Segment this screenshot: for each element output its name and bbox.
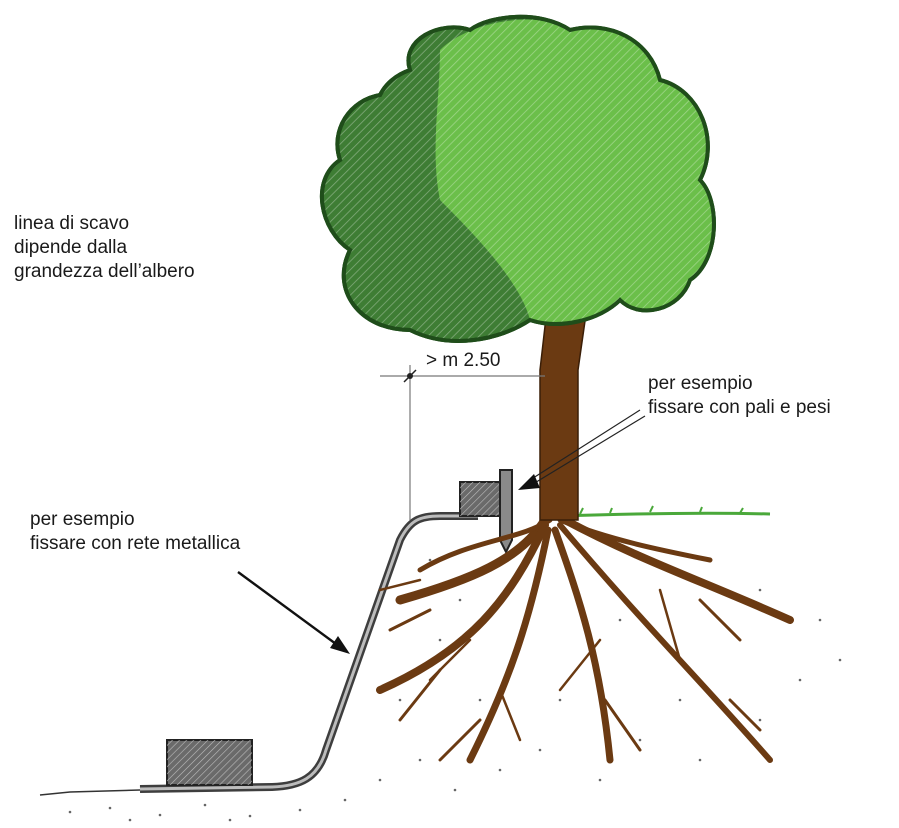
- stakes-note-text-2: fissare con pali e pesi: [648, 397, 831, 418]
- canopy: [319, 14, 716, 343]
- excavation-line-label: linea di scavo dipende dalla grandezza d…: [14, 212, 195, 284]
- excavation-line-text-1: linea di scavo: [14, 213, 130, 234]
- stakes-note-text-1: per esempio: [648, 373, 753, 394]
- stakes-arrow: [518, 409, 646, 490]
- roots: [376, 515, 794, 764]
- ground-line: [39, 789, 141, 796]
- grass-strip: [559, 511, 771, 518]
- distance-dimension: [380, 365, 545, 520]
- weight-block-bottom: [166, 739, 253, 786]
- stake: [499, 469, 513, 555]
- mesh-note-text-1: per esempio: [30, 509, 135, 530]
- mesh-note-text-2: fissare con rete metallica: [30, 533, 241, 554]
- excavation-line-text-2: dipende dalla: [14, 237, 128, 258]
- metal-mesh: [139, 512, 478, 793]
- weight-block-top: [459, 481, 501, 517]
- distance-label: > m 2.50: [426, 350, 501, 371]
- mesh-note: per esempio fissare con rete metallica: [30, 508, 240, 556]
- stakes-note: per esempio fissare con pali e pesi: [648, 372, 831, 420]
- trunk: [539, 299, 589, 521]
- mesh-arrow: [237, 571, 350, 654]
- excavation-line-text-3: grandezza dell’albero: [14, 261, 195, 282]
